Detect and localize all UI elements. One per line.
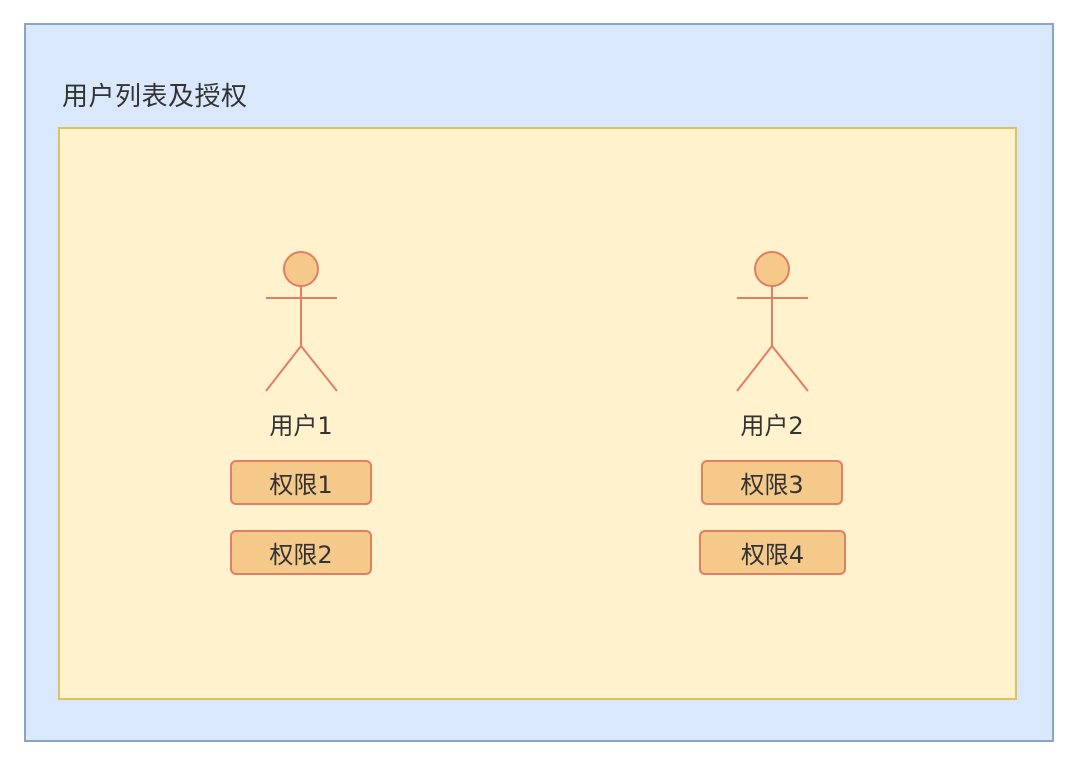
user-1-actor-icon [265, 251, 338, 392]
permission-3-box: 权限3 [701, 460, 843, 505]
user-2-actor-icon [736, 251, 809, 392]
users-panel [58, 127, 1017, 700]
user-1-label: 用户1 [269, 412, 333, 440]
container-title: 用户列表及授权 [62, 82, 248, 112]
permission-1-box: 权限1 [230, 460, 372, 505]
permission-4-box: 权限4 [699, 530, 846, 575]
permission-2-box: 权限2 [230, 530, 372, 575]
user-2-label: 用户2 [740, 412, 804, 440]
